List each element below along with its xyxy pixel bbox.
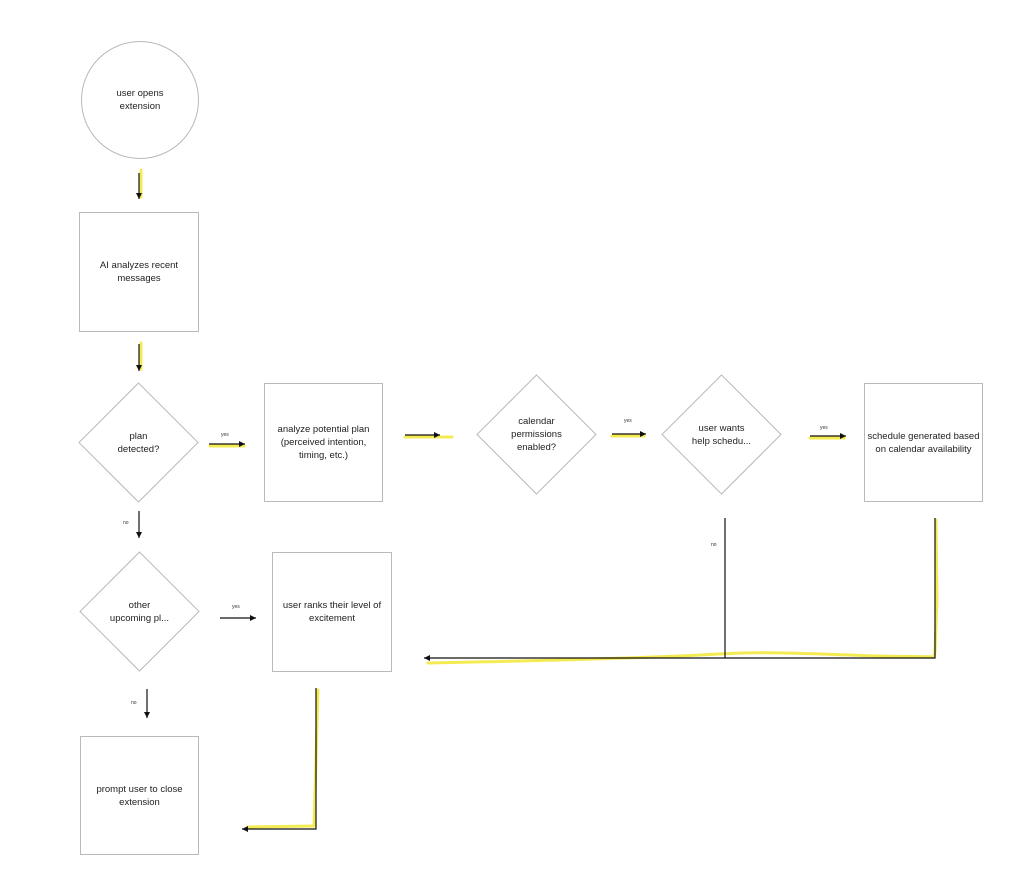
- calendar-permissions-label: calendar permissions enabled?: [511, 416, 562, 453]
- analyze-plan-label: analyze potential plan (perceived intent…: [277, 424, 370, 461]
- help-schedule-decision[interactable]: user wants help schedu...: [661, 374, 782, 495]
- edge-label-calendar-yes: yes: [624, 418, 632, 424]
- diamond-shape: [79, 551, 200, 672]
- start-node[interactable]: user opens extension: [81, 41, 199, 159]
- start-node-label: user opens extension: [116, 88, 164, 112]
- calendar-permissions-decision[interactable]: calendar permissions enabled?: [476, 374, 597, 495]
- analyze-messages-node[interactable]: AI analyzes recent messages: [79, 212, 199, 332]
- diamond-shape: [476, 374, 597, 495]
- schedule-generated-label: schedule generated based on calendar ava…: [867, 430, 980, 455]
- edge-label-plan-yes: yes: [221, 432, 229, 438]
- edge-label-other-yes: yes: [232, 604, 240, 610]
- highlighter-strokes: [139, 168, 939, 829]
- arrow-lines: [136, 173, 936, 832]
- edge-label-help-yes: yes: [820, 425, 828, 431]
- edge-label-other-no: no: [131, 700, 137, 706]
- diamond-shape: [661, 374, 782, 495]
- analyze-messages-label: AI analyzes recent messages: [99, 260, 179, 284]
- prompt-close-node[interactable]: prompt user to close extension: [80, 736, 199, 855]
- edge-label-help-no: no: [711, 542, 717, 548]
- other-plans-decision[interactable]: other upcoming pl...: [79, 551, 200, 672]
- diamond-shape: [78, 382, 199, 503]
- prompt-close-label: prompt user to close extension: [96, 783, 183, 808]
- edge-label-plan-no: no: [123, 520, 129, 526]
- arrow-schedule-to-rank: [424, 518, 936, 661]
- rank-excitement-label: user ranks their level of excitement: [282, 600, 382, 624]
- schedule-generated-node[interactable]: schedule generated based on calendar ava…: [864, 383, 983, 502]
- rank-excitement-node[interactable]: user ranks their level of excitement: [272, 552, 392, 672]
- plan-detected-decision[interactable]: plan detected?: [78, 382, 199, 503]
- other-plans-label: other upcoming pl...: [109, 599, 170, 624]
- help-schedule-label: user wants help schedu...: [691, 422, 752, 447]
- analyze-plan-node[interactable]: analyze potential plan (perceived intent…: [264, 383, 383, 502]
- plan-detected-label: plan detected?: [117, 430, 160, 455]
- arrow-rank-to-prompt: [242, 688, 317, 832]
